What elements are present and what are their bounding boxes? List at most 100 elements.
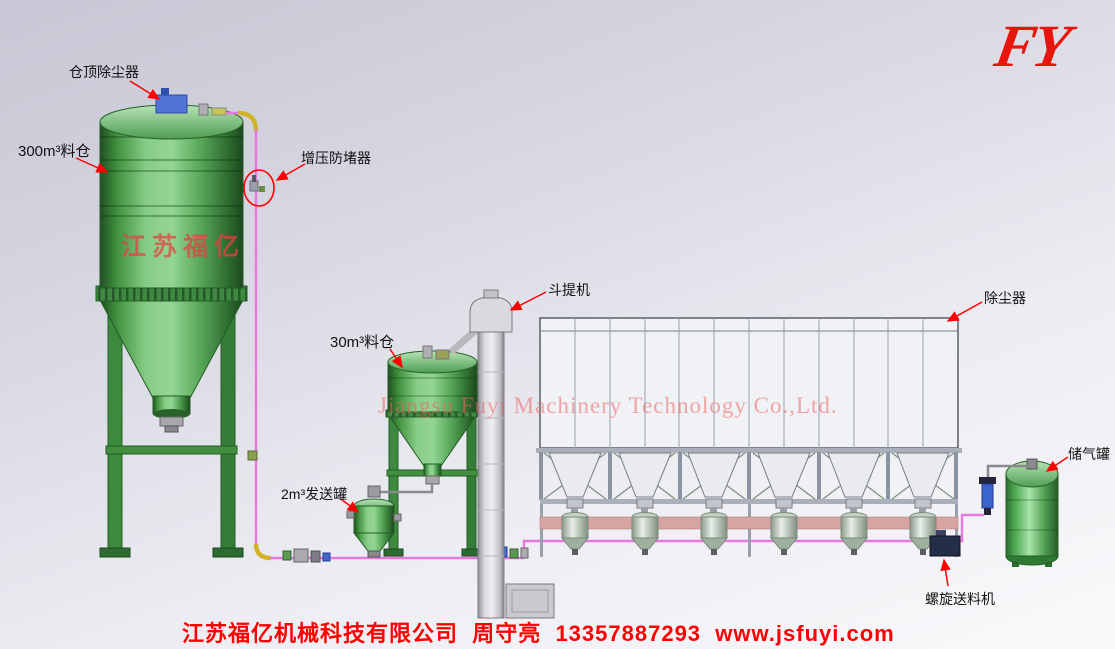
air-filter-cap (979, 477, 996, 484)
air-tank-shell (1005, 473, 1059, 557)
roof-fitting-gray (198, 103, 209, 116)
collector-discharge-unit (560, 498, 590, 555)
collector-unit (822, 452, 885, 500)
arrow-send-tank (340, 498, 360, 513)
watermark-company-en: Jiangsu Fuyi Machinery Technology Co.,Lt… (378, 393, 838, 418)
collector-post (539, 452, 543, 500)
arrow-air-tank (1045, 456, 1069, 472)
collector-discharge-unit (699, 498, 729, 555)
collector-unit (613, 452, 676, 500)
collector-walkway (539, 516, 959, 530)
label-air-tank: 储气罐 (1068, 446, 1110, 462)
small-silo-cone (387, 413, 478, 467)
pipe-pump (293, 548, 309, 563)
elevator-boot-panel (511, 589, 549, 613)
send-tank-side-fitting-right (393, 513, 402, 522)
booster-body (249, 180, 259, 192)
discharge-valve (159, 416, 184, 427)
roof-fitting-yellow (211, 107, 227, 116)
label-send-tank: 2m³发送罐 (281, 486, 348, 502)
fy-logo: FY (990, 12, 1073, 81)
collector-discharge-unit (630, 498, 660, 555)
watermark-brand-cn: 江苏福亿 (121, 233, 246, 261)
collector-beam-top (536, 448, 962, 453)
collector-unit (891, 452, 955, 500)
booster-head (252, 175, 256, 182)
pipe-sensor (247, 450, 258, 461)
air-filter-body (981, 483, 994, 509)
annotation-arrows (75, 80, 1069, 587)
arrow-small-silo (389, 348, 403, 369)
air-tank-weld-bands (1006, 499, 1058, 531)
collector-ground-post (955, 502, 958, 557)
boot-valve-green (509, 548, 519, 559)
collector-ground-post (748, 502, 751, 557)
dust-collector (536, 317, 962, 557)
pipe-elbow-bottom (253, 543, 272, 561)
collector-unit (752, 452, 816, 500)
arrow-screw-feeder (940, 558, 951, 587)
collector-post (747, 452, 751, 500)
send-tank-feed-pipe (374, 484, 434, 494)
send-tank-cone (352, 532, 396, 552)
collector-discharge-unit (769, 498, 799, 555)
label-cap-filter: 仓顶除尘器 (69, 64, 139, 80)
small-silo-discharge (423, 463, 442, 477)
small-silo-leg-right (466, 415, 477, 550)
label-small-silo: 30m³料仓 (330, 334, 395, 351)
air-filter-drain (984, 508, 991, 515)
arrow-cap-filter (129, 80, 161, 100)
air-tank-top-nozzle (1026, 458, 1038, 470)
screw-feeder-motor (936, 530, 946, 536)
large-silo-foot-right (212, 547, 244, 558)
collector-post (678, 452, 682, 500)
collector-beam-bottom (540, 499, 958, 504)
small-silo-roof-fitting (422, 345, 433, 359)
large-silo-shell (99, 121, 244, 289)
label-bucket-elevator: 斗提机 (548, 282, 590, 298)
elevator-boot (505, 583, 555, 619)
collector-discharge-unit (839, 498, 869, 555)
arrow-large-silo (75, 157, 109, 173)
boot-fitting (520, 547, 529, 559)
elevator-tower (477, 325, 505, 619)
booster-anti-blocker (243, 169, 275, 207)
send-tank-outlet (367, 550, 381, 558)
elevator-head (469, 296, 513, 333)
cap-filter-unit (155, 94, 188, 114)
elevator-seams (478, 371, 504, 557)
screw-feeder-body (929, 535, 961, 557)
pipe-fitting-dark (310, 550, 321, 563)
screw-feeder (929, 530, 961, 557)
small-silo-roof-vent (435, 349, 450, 360)
large-silo-foot-left (99, 547, 131, 558)
label-booster: 增压防堵器 (301, 150, 371, 166)
collector-post (886, 452, 890, 500)
small-silo-foot-left (383, 548, 404, 557)
send-tank-shell (353, 505, 395, 534)
collector-panel-lines (574, 318, 924, 448)
elevator-chute (448, 327, 479, 355)
small-silo-valve (425, 475, 440, 485)
small-silo-weld-bands (388, 377, 477, 397)
booster-nozzle (259, 186, 265, 192)
send-tank-side-fitting-left (346, 510, 355, 519)
pipe-elbow-top (237, 110, 259, 132)
label-large-silo: 300m³料仓 (18, 143, 91, 160)
collector-post (954, 452, 958, 500)
booster-highlight-circle (243, 169, 275, 207)
collector-post (608, 452, 612, 500)
cap-filter-stack (161, 88, 169, 96)
bucket-elevator (448, 289, 555, 619)
discharge-flange (164, 425, 179, 433)
arrow-dust-collector (946, 301, 983, 322)
large-silo (95, 88, 248, 558)
label-screw-feeder: 螺旋送料机 (925, 591, 995, 607)
collector-unit (543, 452, 607, 500)
collector-post (817, 452, 821, 500)
small-silo (383, 345, 482, 557)
large-silo-brace (105, 445, 238, 455)
air-tank (979, 458, 1059, 567)
